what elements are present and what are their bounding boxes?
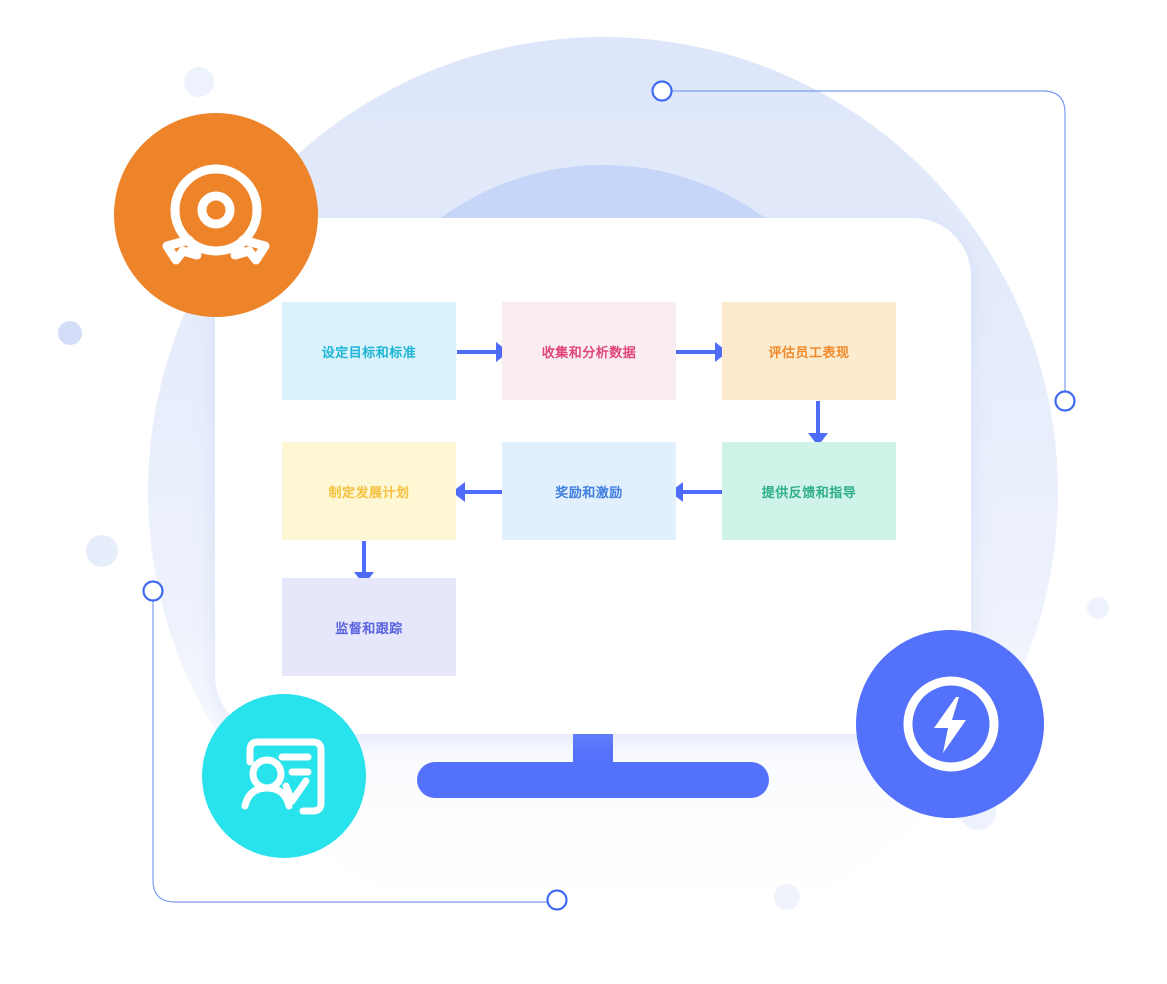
flow-step-label: 评估员工表现 <box>768 345 850 361</box>
user-profile-card-icon <box>241 738 325 815</box>
monitor-stand-base <box>417 762 769 798</box>
award-ribbon-icon <box>162 164 270 265</box>
monitor-stand-neck <box>573 728 613 768</box>
lightning-badge <box>856 630 1044 818</box>
award-badge <box>114 113 318 317</box>
decor-dot <box>58 321 82 345</box>
connector-node <box>1054 390 1076 412</box>
flow-step-label: 制定发展计划 <box>328 485 410 501</box>
lightning-bolt-icon <box>934 697 966 753</box>
flow-step-label: 设定目标和标准 <box>321 345 417 361</box>
connector-node <box>142 580 164 602</box>
decor-dot <box>1087 597 1109 619</box>
connector-line-bottom-left <box>152 591 557 903</box>
arrow-down <box>808 401 828 446</box>
flow-step-set-goals: 设定目标和标准 <box>282 302 456 400</box>
decor-dot <box>774 884 800 910</box>
connector-node <box>546 889 568 911</box>
connector-line-top-right <box>662 90 1066 401</box>
decor-dot <box>86 535 118 567</box>
flow-step-collect-data: 收集和分析数据 <box>502 302 676 400</box>
flow-step-evaluate: 评估员工表现 <box>722 302 896 400</box>
arrow-left <box>452 482 502 502</box>
flow-step-label: 监督和跟踪 <box>335 621 403 637</box>
flow-step-label: 提供反馈和指导 <box>761 485 857 501</box>
arrow-left <box>670 482 722 502</box>
flow-step-reward: 奖励和激励 <box>502 442 676 540</box>
flow-step-label: 奖励和激励 <box>555 485 623 501</box>
profile-badge <box>202 694 366 858</box>
connector-node <box>651 80 673 102</box>
arrow-right <box>676 342 728 362</box>
decor-dot <box>184 67 214 97</box>
flow-step-monitor: 监督和跟踪 <box>282 578 456 676</box>
flow-step-feedback: 提供反馈和指导 <box>722 442 896 540</box>
flow-step-label: 收集和分析数据 <box>541 345 637 361</box>
flow-step-development-plan: 制定发展计划 <box>282 442 456 540</box>
